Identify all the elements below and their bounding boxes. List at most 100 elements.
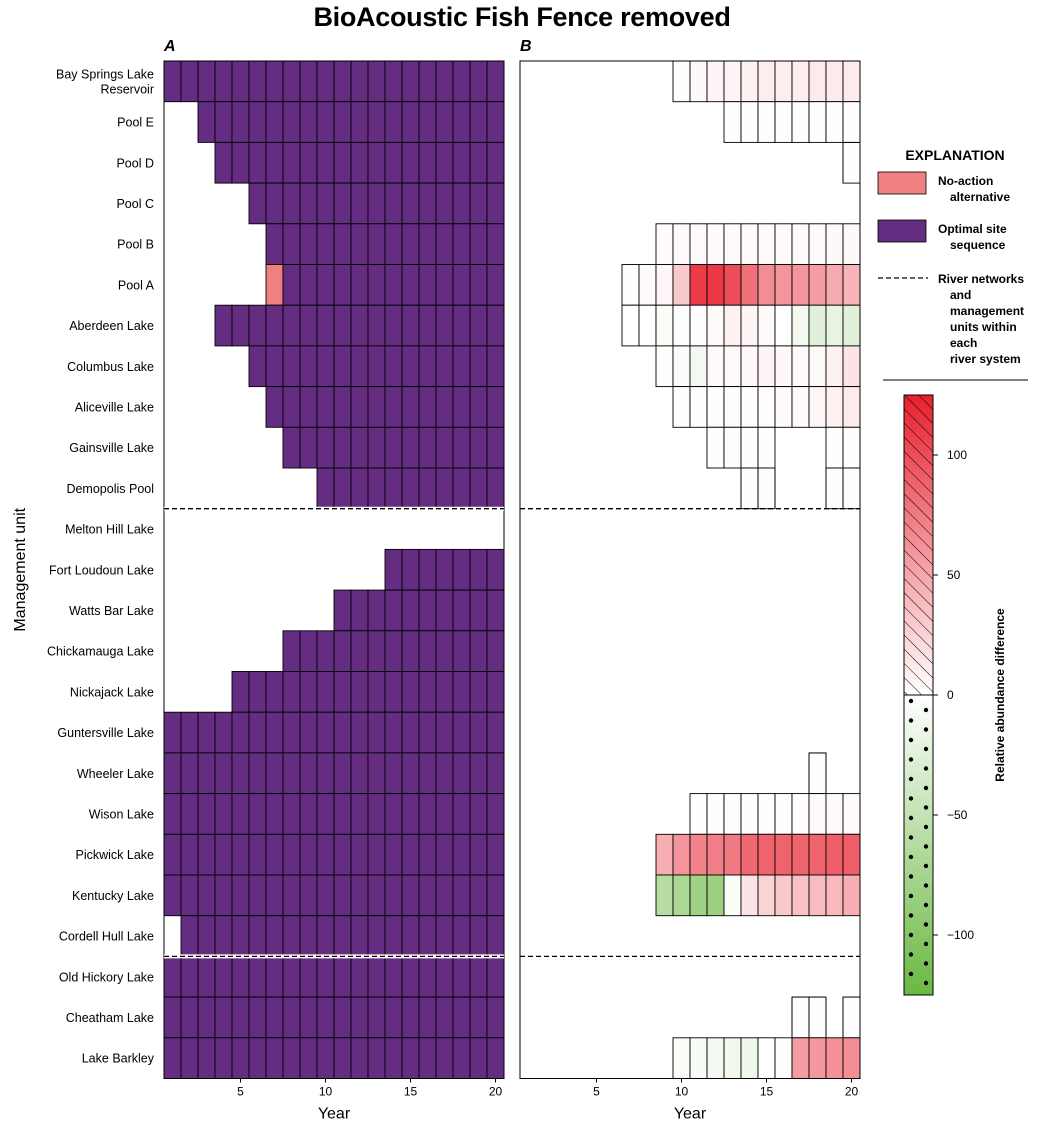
cell-a-cheatham-lake-y12 [350, 996, 369, 1039]
cell-a-guntersville-lake-y2 [180, 711, 199, 754]
cell-a-aberdeen-lake-y11 [333, 304, 352, 347]
cell-a-pickwick-lake-y5 [231, 833, 250, 876]
cell-b-kentucky-lake-y9 [655, 874, 674, 917]
cell-a-lake-barkley-y4 [214, 1037, 233, 1079]
cell-b-aliceville-lake-y15 [757, 386, 776, 428]
cell-a-pickwick-lake-y8 [282, 833, 301, 876]
cell-a-lake-barkley-y20 [486, 1037, 505, 1079]
cell-a-old-hickory-lake-y3 [197, 955, 216, 998]
cell-b-pool-a-y16 [774, 264, 793, 306]
cell-a-wison-lake-y3 [197, 793, 216, 835]
cell-a-old-hickory-lake-y20 [486, 955, 505, 998]
cell-b-lake-barkley-y12 [706, 1037, 725, 1079]
cell-a-demopolis-pool-y17 [435, 467, 454, 510]
cell-a-gainsville-lake-y8 [282, 426, 301, 469]
cell-a-pool-c-y15 [401, 182, 420, 225]
colorbar-dot [908, 971, 914, 977]
cell-a-aberdeen-lake-y15 [401, 304, 420, 347]
cell-a-columbus-lake-y7 [265, 345, 284, 388]
cell-a-nickajack-lake-y13 [367, 671, 386, 713]
cell-b-bay-springs-lake-reservoir-y12 [706, 60, 725, 103]
cell-a-wheeler-lake-y6 [248, 752, 267, 795]
cell-a-cordell-hull-lake-y10 [316, 915, 335, 957]
cell-b-pool-a-y20 [842, 264, 861, 306]
colorbar-dot [908, 815, 914, 821]
cell-a-fort-loudoun-lake-y16 [418, 548, 437, 591]
cell-a-pool-d-y10 [316, 141, 335, 184]
cell-a-pool-a-y7 [265, 264, 284, 306]
cell-a-guntersville-lake-y18 [452, 711, 471, 754]
cell-a-fort-loudoun-lake-y20 [486, 548, 505, 591]
cell-a-nickajack-lake-y16 [418, 671, 437, 713]
panel-b [621, 60, 861, 1079]
cell-a-pool-b-y15 [401, 223, 420, 265]
cell-b-pool-d-y20 [842, 141, 861, 184]
cell-a-old-hickory-lake-y4 [214, 955, 233, 998]
cell-b-bay-springs-lake-reservoir-y16 [774, 60, 793, 103]
cell-a-wheeler-lake-y15 [401, 752, 420, 795]
colorbar-dot [923, 961, 929, 966]
cell-b-columbus-lake-y19 [825, 345, 844, 388]
cell-b-kentucky-lake-y15 [757, 874, 776, 917]
cell-a-pool-b-y9 [299, 223, 318, 265]
cell-a-old-hickory-lake-y7 [265, 955, 284, 998]
colorbar-dot [923, 746, 929, 752]
cell-a-kentucky-lake-y1 [163, 874, 182, 917]
cell-a-columbus-lake-y11 [333, 345, 352, 388]
cell-a-wheeler-lake-y9 [299, 752, 318, 795]
cell-a-aliceville-lake-y16 [418, 386, 437, 428]
cell-a-pool-d-y13 [367, 141, 386, 184]
cell-a-guntersville-lake-y15 [401, 711, 420, 754]
cell-a-lake-barkley-y7 [265, 1037, 284, 1079]
cell-a-old-hickory-lake-y12 [350, 955, 369, 998]
cell-a-wison-lake-y10 [316, 793, 335, 835]
cell-a-lake-barkley-y14 [384, 1037, 403, 1079]
cell-a-cheatham-lake-y19 [469, 996, 488, 1039]
cell-a-aberdeen-lake-y16 [418, 304, 437, 347]
cell-b-pickwick-lake-y11 [689, 833, 708, 876]
colorbar-dot [923, 805, 929, 810]
cell-a-pool-a-y11 [333, 264, 352, 306]
cell-a-fort-loudoun-lake-y18 [452, 548, 471, 591]
cell-b-columbus-lake-y12 [706, 345, 725, 388]
cell-b-aberdeen-lake-y14 [740, 304, 759, 347]
cell-a-wison-lake-y6 [248, 793, 267, 835]
cell-a-columbus-lake-y14 [384, 345, 403, 388]
cell-a-aliceville-lake-y9 [299, 386, 318, 428]
cell-b-demopolis-pool-y19 [825, 467, 844, 510]
cell-a-columbus-lake-y18 [452, 345, 471, 388]
legend-text-dashed: management [950, 304, 1024, 318]
xtick-label-b-15: 15 [760, 1085, 774, 1099]
colorbar-tick-label-3: −50 [947, 808, 968, 822]
marker-cheatham-lake-y18 [808, 997, 827, 1038]
cell-a-nickajack-lake-y12 [350, 671, 369, 713]
cell-a-pool-c-y12 [350, 182, 369, 225]
panel-b-label: B [520, 38, 532, 55]
cell-a-guntersville-lake-y19 [469, 711, 488, 754]
cell-a-chickamauga-lake-y9 [299, 630, 318, 672]
cell-a-wison-lake-y2 [180, 793, 199, 835]
cell-b-columbus-lake-y11 [689, 345, 708, 388]
cell-b-pickwick-lake-y16 [774, 833, 793, 876]
cell-a-lake-barkley-y1 [163, 1037, 182, 1079]
colorbar-dot [908, 874, 914, 879]
cell-b-pickwick-lake-y9 [655, 833, 674, 876]
cell-b-pickwick-lake-y15 [757, 833, 776, 876]
cell-a-pickwick-lake-y12 [350, 833, 369, 876]
cell-a-pickwick-lake-y7 [265, 833, 284, 876]
cell-a-columbus-lake-y19 [469, 345, 488, 388]
cell-a-cheatham-lake-y17 [435, 996, 454, 1039]
cell-b-pool-b-y17 [791, 223, 810, 265]
unit-label-chickamauga-lake: Chickamauga Lake [47, 645, 154, 659]
cell-a-cheatham-lake-y5 [231, 996, 250, 1039]
cell-a-aberdeen-lake-y17 [435, 304, 454, 347]
cell-a-wheeler-lake-y14 [384, 752, 403, 795]
cell-b-columbus-lake-y17 [791, 345, 810, 388]
cell-a-cordell-hull-lake-y11 [333, 915, 352, 957]
cell-a-chickamauga-lake-y18 [452, 630, 471, 672]
cell-a-chickamauga-lake-y17 [435, 630, 454, 672]
cell-a-lake-barkley-y15 [401, 1037, 420, 1079]
cell-a-kentucky-lake-y14 [384, 874, 403, 917]
cell-a-columbus-lake-y9 [299, 345, 318, 388]
y-axis-title: Management unit [12, 507, 29, 631]
